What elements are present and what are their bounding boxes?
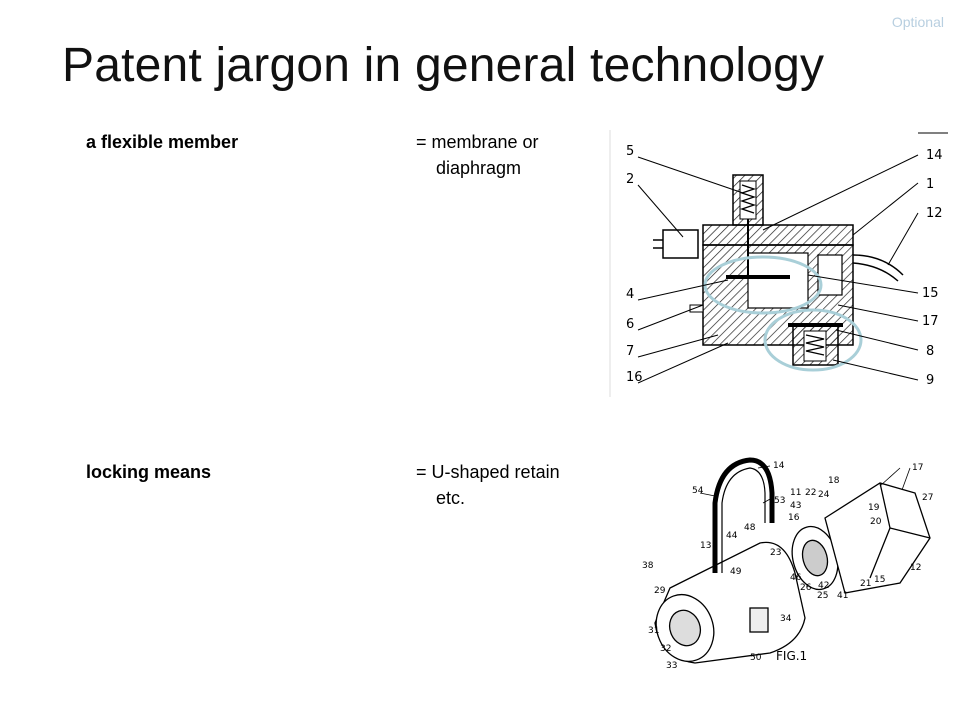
- figure-label: 43: [790, 501, 801, 511]
- figure-caption: FIG.1: [776, 649, 807, 663]
- optional-tag: Optional: [891, 14, 944, 30]
- figure-label: 8: [926, 344, 934, 359]
- figure-label: 48: [744, 523, 756, 533]
- figure-label: 29: [654, 586, 666, 596]
- figure-label: 18: [828, 476, 840, 486]
- figure-label: 25: [817, 591, 828, 601]
- definition-line-2: etc.: [436, 488, 466, 508]
- figure-label: 14: [926, 148, 943, 163]
- figure-label: 1: [926, 177, 934, 192]
- figure-label: 22: [805, 488, 816, 498]
- figure-label: 53: [774, 496, 785, 506]
- figure-label: 33: [666, 661, 677, 671]
- definition-line-2: diaphragm: [436, 158, 522, 178]
- figure-label: 44: [726, 531, 738, 541]
- figure-label: 20: [870, 517, 882, 527]
- figure-label: 4: [626, 287, 634, 302]
- figure-label: 17: [912, 463, 923, 473]
- figure-label: 6: [626, 317, 634, 332]
- u-shaped-retainer: [712, 457, 775, 573]
- figure-label: 26: [800, 583, 812, 593]
- figure-label: 7: [626, 344, 634, 359]
- highlight-circle-diaphragm: [763, 308, 863, 372]
- figure-label: 9: [926, 373, 934, 388]
- lower-spring: [805, 334, 825, 356]
- upper-spring: [739, 184, 757, 214]
- valve-diagram-figure: 5 2 4 6 7 16 14 1 12 15 17 8 9: [609, 130, 948, 397]
- figure-label: 19: [868, 503, 880, 513]
- figure-label: 23: [770, 548, 781, 558]
- figure-label: 2: [626, 172, 634, 187]
- figure-label: 12: [910, 563, 921, 573]
- figure-label: 54: [692, 486, 704, 496]
- slide-title: Patent jargon in general technology: [62, 39, 825, 92]
- figure-label: 41: [837, 591, 848, 601]
- figure-label: 42: [818, 581, 829, 591]
- figure-label: 46: [790, 573, 802, 583]
- term-locking-means: locking means: [86, 462, 212, 482]
- term-flexible-member: a flexible member: [86, 132, 239, 152]
- threaded-bore: [668, 609, 702, 647]
- figure-label: 15: [922, 286, 939, 301]
- figure-label: 24: [818, 490, 830, 500]
- figure-label: 50: [750, 653, 762, 663]
- definition-locking-means: = U-shaped retain etc.: [416, 459, 560, 511]
- figure-label: 15: [874, 575, 885, 585]
- definition-line-1: = membrane or: [416, 132, 539, 152]
- figure-label: 5: [626, 144, 634, 159]
- definition-line-1: = U-shaped retain: [416, 462, 560, 482]
- valve-top-plate: [702, 224, 854, 246]
- coupling-diagram-figure: 14 54 53 11 48 44 13 38 29 31 32 33 50 3…: [642, 457, 933, 671]
- figure-label: 13: [700, 541, 711, 551]
- outlet-pipe: [852, 254, 904, 276]
- figure-label: 34: [780, 614, 792, 624]
- figure-label: 11: [790, 488, 801, 498]
- figure-label: 17: [922, 314, 939, 329]
- figure-label: 16: [788, 513, 800, 523]
- figure-label: 32: [660, 644, 671, 654]
- figure-label: 38: [642, 561, 654, 571]
- figure-label: 49: [730, 567, 742, 577]
- figure-label: 21: [860, 579, 871, 589]
- figure-label: 16: [626, 370, 643, 385]
- figure-label: 27: [922, 493, 933, 503]
- figure-label: 12: [926, 206, 943, 221]
- definition-flexible-member: = membrane or diaphragm: [416, 129, 539, 181]
- figure-label: 31: [648, 626, 659, 636]
- figure-label: 14: [773, 461, 785, 471]
